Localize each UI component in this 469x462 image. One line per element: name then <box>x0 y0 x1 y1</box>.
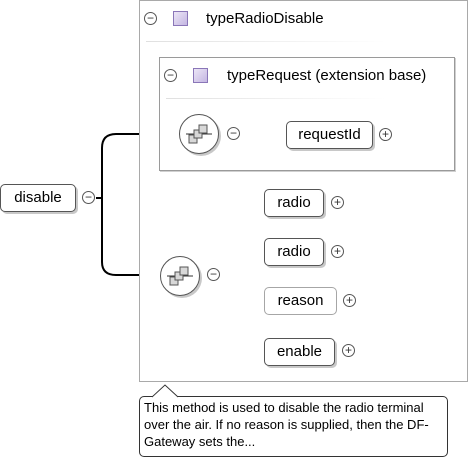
sequence-compositor-icon[interactable] <box>160 256 200 296</box>
annotation-text: This method is used to disable the radio… <box>144 400 429 449</box>
header-rule <box>166 98 386 99</box>
type-radio-disable-title: typeRadioDisable <box>206 10 324 27</box>
branch-lower-line <box>101 198 160 276</box>
annotation-tooltip: This method is used to disable the radio… <box>139 396 448 457</box>
sequence-compositor-icon[interactable] <box>179 114 219 154</box>
header-rule <box>146 41 386 42</box>
expand-icon[interactable]: + <box>343 294 356 307</box>
expand-icon[interactable]: + <box>331 196 344 209</box>
element-disable[interactable]: disable <box>0 184 76 212</box>
collapse-icon[interactable]: − <box>164 69 177 82</box>
complex-type-icon <box>193 68 208 83</box>
element-reason[interactable]: reason <box>264 287 337 315</box>
branch-upper-line <box>96 133 178 199</box>
element-radio[interactable]: radio <box>264 238 324 266</box>
element-enable[interactable]: enable <box>264 338 335 366</box>
collapse-icon[interactable]: − <box>207 268 220 281</box>
element-radio[interactable]: radio <box>264 189 324 217</box>
expand-icon[interactable]: + <box>379 128 392 141</box>
element-requestid[interactable]: requestId <box>286 121 373 149</box>
tooltip-pointer <box>152 384 179 398</box>
collapse-icon[interactable]: − <box>82 191 95 204</box>
collapse-icon[interactable]: − <box>144 12 157 25</box>
collapse-icon[interactable]: − <box>227 127 240 140</box>
sequence-icon <box>167 266 193 286</box>
sequence-icon <box>186 124 212 144</box>
expand-icon[interactable]: + <box>331 245 344 258</box>
type-request-title: typeRequest (extension base) <box>227 67 427 84</box>
expand-icon[interactable]: + <box>342 344 355 357</box>
complex-type-icon <box>173 11 188 26</box>
